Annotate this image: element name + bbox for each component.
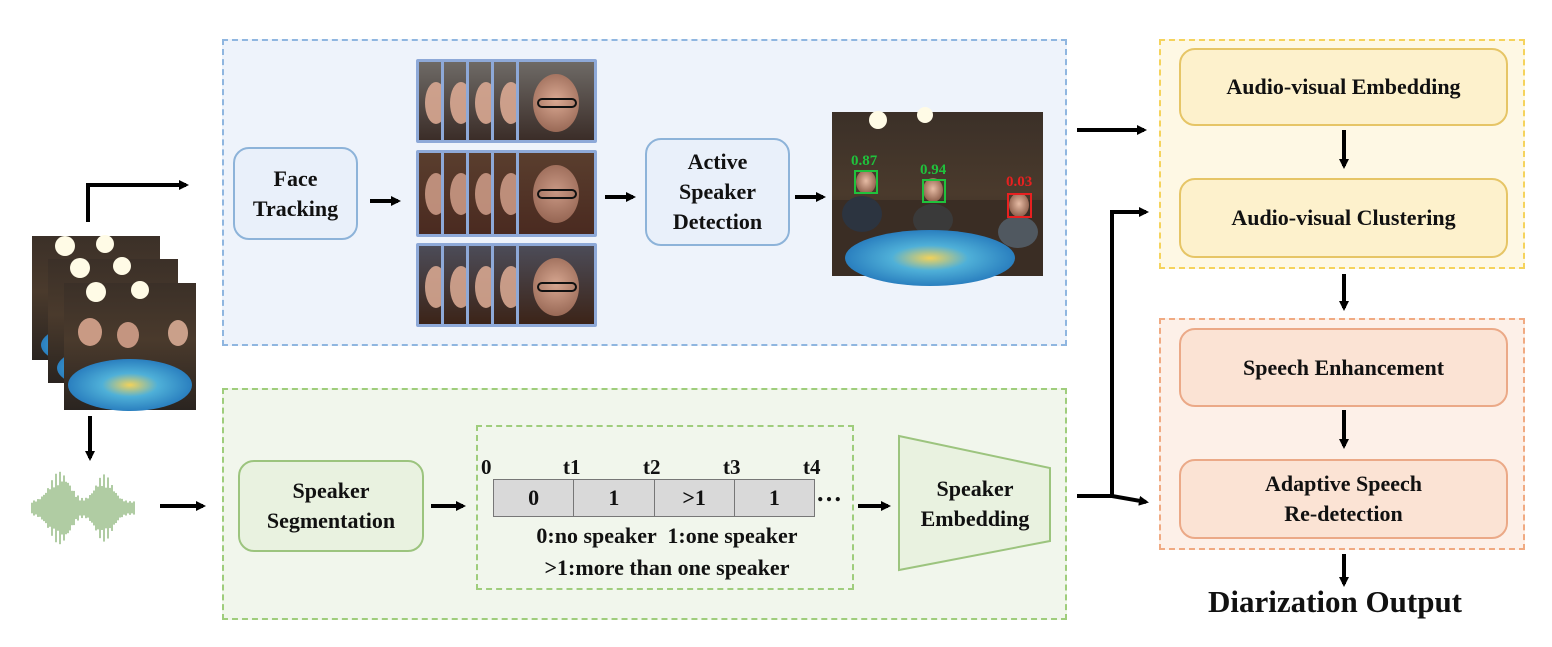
- arrow-embedding-to-clustering: [1077, 207, 1149, 498]
- detection-frame-image: [832, 107, 1043, 286]
- speech-enhancement-box: Speech Enhancement: [1179, 328, 1508, 407]
- segment-cell: 1: [768, 485, 780, 510]
- speaker-segmentation-box: Speaker Segmentation: [238, 460, 424, 552]
- face-crop-face: [450, 173, 468, 215]
- diarization-output-label: Diarization Output: [1207, 584, 1463, 619]
- face-tracking-box: Face Tracking: [233, 147, 358, 240]
- face-crop-face: [450, 82, 468, 124]
- segment-cell: >1: [655, 480, 735, 516]
- time-mark-t4: t4: [803, 455, 821, 479]
- speaker-segmentation-label: Speaker Segmentation: [266, 478, 396, 533]
- face-crop-face: [475, 266, 493, 308]
- face-tracking-label: Face Tracking: [252, 165, 339, 221]
- segment-legend-line-1: 0:no speaker 1:one speaker: [536, 523, 798, 548]
- score-speaker-3: 0.03: [1006, 174, 1033, 190]
- audio-visual-clustering-label: Audio-visual Clustering: [1231, 205, 1456, 230]
- face-crop-face: [425, 266, 443, 308]
- arrow-input-to-face-tracking: [86, 180, 189, 222]
- adaptive-speech-redetection-box: Adaptive Speech Re-detection: [1179, 459, 1508, 539]
- time-mark-0: 0: [481, 455, 492, 479]
- face-crop: [491, 59, 521, 143]
- face-crop-face: [425, 173, 443, 215]
- time-mark-t1: t1: [563, 455, 581, 479]
- segment-cell: 0: [494, 480, 575, 516]
- score-speaker-1: 0.87: [851, 153, 878, 169]
- face-crop-face: [500, 82, 518, 124]
- adaptive-speech-redetection-label: Adaptive Speech Re-detection: [1264, 471, 1423, 526]
- arrow-embedding-to-redetection: [1111, 494, 1149, 506]
- input-video-frames: [32, 235, 196, 411]
- face-crop-glasses: [537, 98, 577, 108]
- active-speaker-detection-box: Active Speaker Detection: [645, 138, 790, 246]
- segmentation-result-panel: [476, 425, 854, 590]
- time-mark-t3: t3: [723, 455, 741, 479]
- active-speaker-detection-label: Active Speaker Detection: [672, 149, 763, 234]
- waveform-bars: [31, 471, 135, 545]
- score-speaker-2: 0.94: [920, 162, 947, 178]
- face-crop-glasses: [537, 189, 577, 199]
- segment-legend-line-2: >1:more than one speaker: [544, 555, 790, 580]
- segment-ellipsis: …: [816, 478, 842, 507]
- segment-strip: 0 1 >1 1: [493, 479, 815, 517]
- face-crop: [516, 150, 597, 237]
- face-crop-face: [475, 82, 493, 124]
- face-crop: [516, 243, 597, 327]
- segment-cell: 1: [574, 480, 655, 516]
- speech-enhancement-label: Speech Enhancement: [1242, 354, 1445, 380]
- audio-visual-clustering-box: Audio-visual Clustering: [1179, 178, 1508, 258]
- time-mark-t2: t2: [643, 455, 661, 479]
- face-crop-face: [450, 266, 468, 308]
- audio-visual-embedding-box: Audio-visual Embedding: [1179, 48, 1508, 126]
- face-crop-face: [500, 266, 518, 308]
- face-crop-glasses: [537, 282, 577, 292]
- face-crop-face: [500, 173, 518, 215]
- face-crop-face: [475, 173, 493, 215]
- face-crop: [516, 59, 597, 143]
- audio-visual-embedding-label: Audio-visual Embedding: [1226, 74, 1461, 99]
- speaker-embedding-label: Speaker Embedding: [920, 476, 1030, 531]
- face-crop-face: [425, 82, 443, 124]
